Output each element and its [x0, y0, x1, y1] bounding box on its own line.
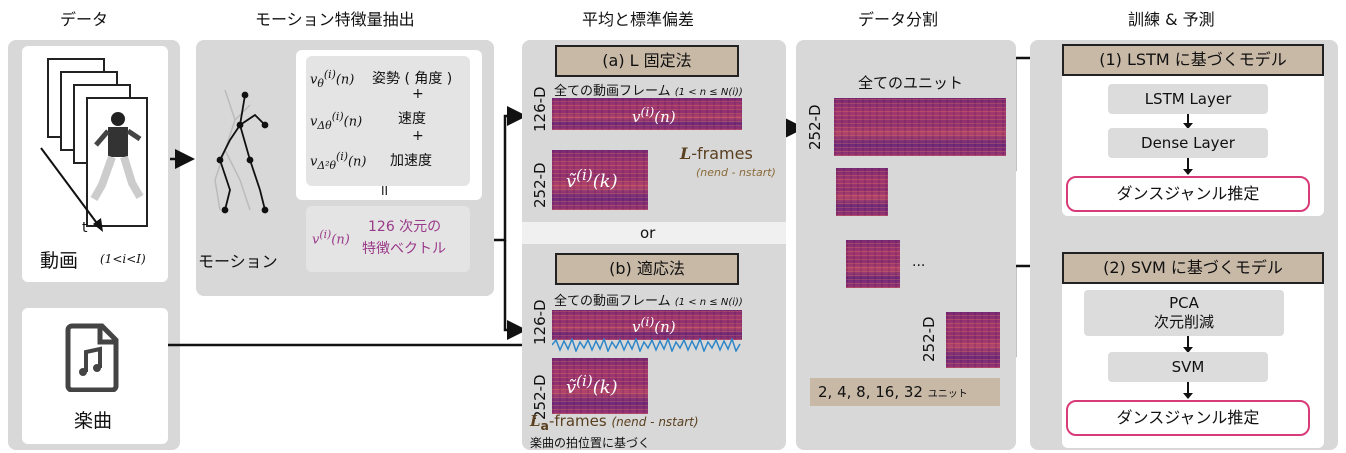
video-frame-front: [86, 97, 148, 227]
arrow-down-icon: [1183, 158, 1193, 175]
heatmap-126-b: [552, 310, 742, 340]
feat-velocity: 速度: [398, 111, 426, 127]
music-label: 楽曲: [74, 410, 113, 432]
heatmap-unit-1: [836, 168, 888, 216]
v-n-symbol: v(i)(n): [312, 228, 350, 248]
plus-2: +: [412, 128, 424, 144]
heatmap-unit-n: [946, 312, 1000, 368]
pca-line1: PCA: [1169, 294, 1199, 312]
motion-label: モーション: [198, 252, 278, 271]
lstm-title: (1) LSTM に基づくモデル: [1062, 44, 1324, 76]
v-d2theta-symbol: vΔ²θ(i)(n): [310, 150, 367, 172]
feat-accel: 加速度: [390, 153, 432, 169]
feat-pose: 姿勢 ( 角度 ): [372, 71, 453, 87]
pca-line2: 次元削減: [1153, 313, 1214, 331]
all-frames-a: 全ての動画フレーム (1 < n ≤ N(i)): [554, 84, 743, 99]
vec-line1: 126 次元の: [368, 219, 442, 235]
l-frames-label: L-frames: [680, 144, 753, 163]
video-range: (1<i<I): [100, 252, 146, 266]
plus-1: +: [412, 86, 424, 102]
unit-count-box: 2, 4, 8, 16, 32 ユニット: [810, 378, 1000, 406]
method-b-title: (b) 適応法: [555, 253, 739, 285]
vk-label-b: ṽ(i)(k): [566, 372, 618, 398]
or-band: [522, 222, 786, 244]
dense-layer: Dense Layer: [1108, 128, 1268, 158]
n-diff-a: (nend - nstart): [696, 166, 776, 179]
video-label: 動画: [40, 250, 79, 272]
col-title-mean: 平均と標準偏差: [582, 10, 695, 29]
vec-line2: 特徴ベクトル: [362, 241, 446, 257]
vn-label-a: v(i)(n): [632, 104, 676, 126]
col-title-motion: モーション特徴量抽出: [255, 10, 415, 29]
all-units-label: 全てのユニット: [858, 74, 964, 92]
pca-box: PCA 次元削減: [1084, 290, 1284, 336]
time-arrow-icon: [40, 147, 103, 232]
music-file-icon: [65, 323, 119, 392]
dim126-a: 126-D: [531, 86, 549, 132]
v-dtheta-symbol: vΔθ(i)(n): [310, 110, 363, 132]
heatmap-252-b: [552, 358, 648, 414]
or-label: or: [640, 224, 656, 242]
music-box: 楽曲: [22, 308, 168, 444]
equals-sign: II: [381, 184, 389, 198]
all-frames-b: 全ての動画フレーム (1 < n ≤ N(i)): [554, 294, 743, 309]
lstm-layer: LSTM Layer: [1108, 84, 1268, 114]
dim126-b: 126-D: [531, 299, 549, 345]
heatmap-252-a: [552, 150, 648, 210]
col-title-train: 訓練 & 予測: [1128, 10, 1215, 29]
vk-label-a: ṽ(i)(k): [566, 166, 618, 192]
vn-label-b: v(i)(n): [632, 314, 676, 336]
split-ellipsis: ...: [912, 254, 926, 270]
arrow-down-icon: [1183, 336, 1193, 353]
v-theta-symbol: vθ(i)(n): [310, 68, 355, 90]
dim252-split: 252-D: [806, 104, 824, 150]
arrow-down-icon: [1183, 114, 1193, 129]
skeleton-icon: [214, 89, 269, 214]
genre-estimate-2: ダンスジャンル推定: [1066, 400, 1310, 436]
svm-title: (2) SVM に基づくモデル: [1062, 252, 1324, 284]
heatmap-unit-2: [846, 240, 900, 288]
heatmap-all-units: [834, 98, 1006, 156]
feature-inner: vθ(i)(n) vΔθ(i)(n) vΔ²θ(i)(n) 姿勢 ( 角度 ) …: [306, 56, 470, 186]
arrow-down-icon: [1183, 382, 1193, 399]
dim252-unit: 252-D: [920, 316, 938, 362]
heatmap-126-a: [552, 98, 742, 130]
waveform: [552, 338, 741, 352]
beat-note: 楽曲の拍位置に基づく: [530, 436, 651, 450]
genre-estimate-1: ダンスジャンル推定: [1066, 176, 1310, 212]
dim252-a: 252-D: [531, 162, 549, 208]
svm-layer: SVM: [1108, 352, 1268, 382]
method-a-title: (a) L 固定法: [555, 45, 739, 77]
vector-box: v(i)(n) 126 次元の 特徴ベクトル: [306, 206, 470, 272]
t-label: t: [82, 220, 88, 236]
la-frames-label: La-frames (nend - nstart): [530, 412, 699, 433]
col-title-split: データ分割: [858, 10, 939, 29]
col-title-data: データ: [60, 10, 109, 29]
dancer-icon: [90, 112, 144, 201]
video-box: t 動画 (1<i<I): [22, 46, 168, 282]
